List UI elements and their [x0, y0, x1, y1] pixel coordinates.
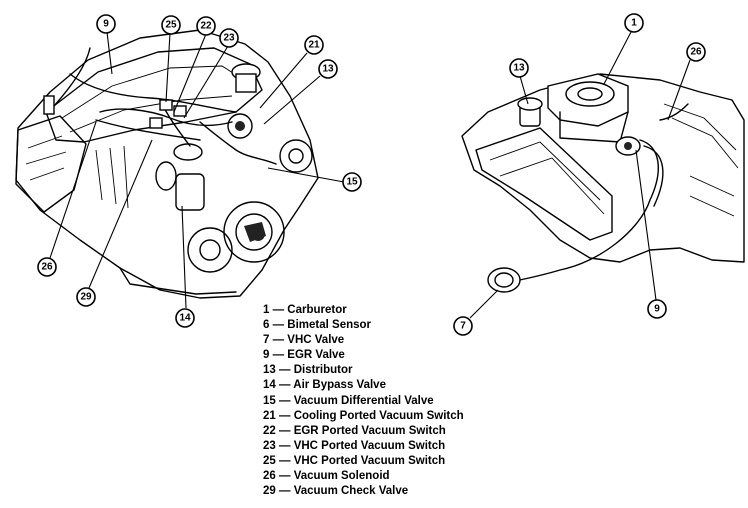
- callout-21: 21: [304, 35, 324, 55]
- svg-text:9: 9: [103, 19, 109, 30]
- svg-text:29: 29: [80, 292, 92, 303]
- legend-separator: —: [269, 319, 288, 332]
- callout-26-left: 26: [37, 257, 57, 277]
- legend-number: 14: [263, 379, 276, 392]
- legend-label: EGR Valve: [287, 349, 345, 362]
- legend-label: VHC Ported Vacuum Switch: [293, 454, 446, 467]
- legend-label: VHC Ported Vacuum Switch: [293, 439, 446, 452]
- legend-number: 25: [263, 454, 276, 467]
- legend-label: Vacuum Check Valve: [293, 485, 409, 498]
- svg-text:23: 23: [223, 33, 235, 44]
- svg-text:25: 25: [165, 20, 177, 31]
- left-engine-callouts: 9 25 22 23 21 13 15 26 29 14: [37, 14, 362, 328]
- legend-label: Air Bypass Valve: [293, 379, 386, 392]
- callout-13-left: 13: [318, 59, 338, 79]
- legend-separator: —: [269, 349, 288, 362]
- svg-text:15: 15: [346, 177, 358, 188]
- legend-number: 15: [263, 394, 276, 407]
- legend-item: 23 — VHC Ported Vacuum Switch: [263, 439, 563, 454]
- legend-separator: —: [269, 304, 288, 316]
- legend-label: VHC Valve: [287, 334, 345, 347]
- svg-text:13: 13: [513, 63, 525, 74]
- legend-number: 21: [263, 409, 276, 422]
- legend-number: 29: [263, 485, 276, 498]
- legend-separator: —: [275, 439, 294, 452]
- callout-7: 7: [453, 316, 473, 336]
- right-engine-leaders: [469, 31, 691, 319]
- legend-label: Vacuum Differential Valve: [293, 394, 434, 407]
- legend-item: 13 — Distributor: [263, 363, 563, 378]
- callout-13-right: 13: [509, 58, 529, 78]
- legend-label: Cooling Ported Vacuum Switch: [293, 409, 464, 422]
- legend-number: 22: [263, 424, 276, 437]
- legend-label: Carburetor: [287, 304, 347, 316]
- legend-separator: —: [275, 364, 294, 377]
- legend-item: 25 — VHC Ported Vacuum Switch: [263, 454, 563, 469]
- legend-separator: —: [275, 470, 294, 483]
- legend-separator: —: [269, 334, 288, 347]
- callout-26-right: 26: [686, 42, 706, 62]
- callout-9-right: 9: [647, 299, 667, 319]
- svg-text:9: 9: [654, 304, 660, 315]
- svg-text:21: 21: [308, 40, 320, 51]
- callout-29: 29: [76, 287, 96, 307]
- svg-text:13: 13: [322, 64, 334, 75]
- legend-label: Distributor: [293, 364, 353, 377]
- right-engine-callouts: 1 13 26 7 9: [453, 13, 706, 336]
- legend-item: 21 — Cooling Ported Vacuum Switch: [263, 409, 563, 424]
- legend-number: 13: [263, 364, 276, 377]
- callout-25: 25: [161, 15, 181, 35]
- legend-separator: —: [275, 409, 294, 422]
- svg-text:14: 14: [179, 313, 191, 324]
- legend-item: 15 — Vacuum Differential Valve: [263, 394, 563, 409]
- right-engine-illustration: [461, 73, 745, 293]
- svg-text:1: 1: [631, 18, 637, 29]
- legend-number: 1: [263, 304, 270, 316]
- legend-separator: —: [275, 424, 294, 437]
- legend-item: 22 — EGR Ported Vacuum Switch: [263, 424, 563, 439]
- legend-number: 23: [263, 439, 276, 452]
- legend-item: 1 — Carburetor: [263, 303, 563, 318]
- callout-1: 1: [624, 13, 644, 33]
- legend-separator: —: [275, 454, 294, 467]
- callout-22: 22: [196, 16, 216, 36]
- svg-text:26: 26: [690, 47, 702, 58]
- legend-item: 29 — Vacuum Check Valve: [263, 484, 563, 499]
- callout-15: 15: [342, 172, 362, 192]
- left-engine-leaders: [49, 31, 345, 309]
- callout-9-left: 9: [96, 14, 116, 34]
- legend-item: 14 — Air Bypass Valve: [263, 378, 563, 393]
- legend-label: Bimetal Sensor: [287, 319, 372, 332]
- svg-text:7: 7: [460, 321, 466, 332]
- legend-number: 7: [263, 334, 270, 347]
- legend-label: EGR Ported Vacuum Switch: [293, 424, 446, 437]
- callout-23: 23: [219, 28, 239, 48]
- legend-separator: —: [275, 394, 294, 407]
- legend-separator: —: [275, 485, 294, 498]
- legend-separator: —: [275, 379, 294, 392]
- legend-item: 26 — Vacuum Solenoid: [263, 469, 563, 484]
- svg-text:22: 22: [200, 21, 212, 32]
- legend-number: 6: [263, 319, 270, 332]
- legend-label: Vacuum Solenoid: [293, 470, 390, 483]
- legend-item: 6 — Bimetal Sensor: [263, 318, 563, 333]
- legend-item: 9 — EGR Valve: [263, 348, 563, 363]
- left-engine-illustration: [15, 29, 319, 299]
- legend-number: 26: [263, 470, 276, 483]
- callout-14: 14: [175, 308, 195, 328]
- svg-text:26: 26: [41, 262, 53, 273]
- legend-item: 7 — VHC Valve: [263, 333, 563, 348]
- legend-number: 9: [263, 349, 270, 362]
